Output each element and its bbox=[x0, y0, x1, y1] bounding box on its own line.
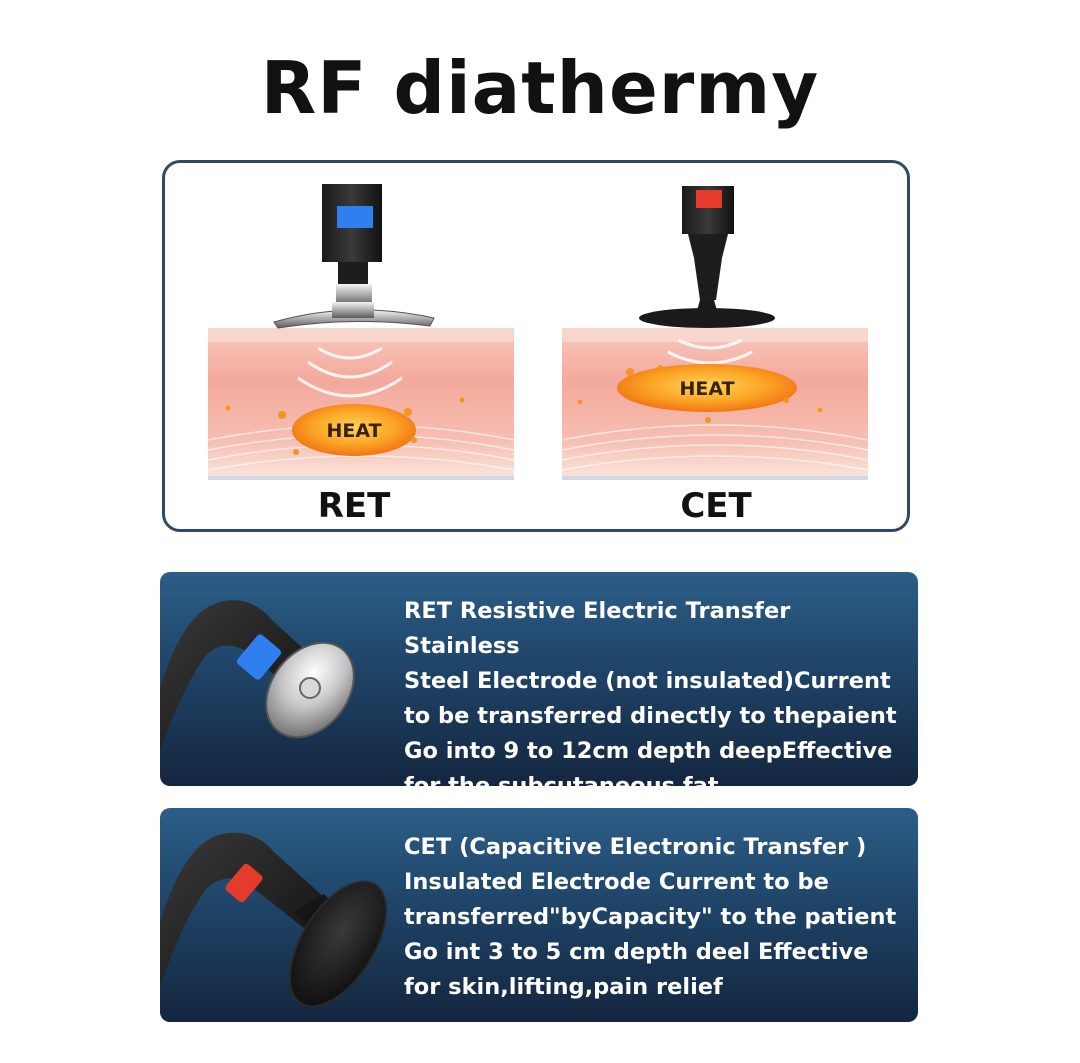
ret-illustration: HEAT bbox=[207, 184, 515, 480]
ret-card-line-3: to be transferred dinectly to thepaient bbox=[404, 703, 897, 729]
page-title: RF diathermy bbox=[260, 46, 820, 130]
cet-electrode-photo bbox=[160, 832, 388, 1008]
ret-label: RET bbox=[317, 486, 391, 526]
cet-card-line-1: CET (Capacitive Electronic Transfer ) bbox=[404, 834, 867, 860]
ret-rf-waves bbox=[297, 346, 403, 398]
cet-illustration: HEAT bbox=[561, 186, 869, 480]
ret-electrode bbox=[273, 184, 435, 329]
ret-heat-zone bbox=[292, 404, 416, 456]
cet-baseline bbox=[562, 476, 868, 480]
ret-electrode-photo bbox=[160, 600, 355, 751]
ret-card-line-4: Go into 9 to 12cm depth deepEffective bbox=[404, 738, 893, 764]
ret-card-line-5: for the subcutaneous fat bbox=[404, 773, 719, 786]
ret-info-card: RET Resistive Electric Transfer Stainles… bbox=[160, 572, 918, 786]
cet-heat-particles bbox=[577, 365, 823, 423]
cet-rf-waves bbox=[667, 338, 753, 365]
cet-electrode bbox=[639, 186, 775, 328]
cet-skin-surface bbox=[562, 328, 868, 342]
ret-card-line-2: Steel Electrode (not insulated)Current bbox=[404, 668, 891, 694]
cet-card-line-5: for skin,lifting,pain relief bbox=[404, 974, 723, 1000]
cet-heat-label: HEAT bbox=[679, 378, 734, 400]
comparison-illustration: HEAT HEAT bbox=[207, 184, 869, 480]
cet-info-card: CET (Capacitive Electronic Transfer ) In… bbox=[160, 808, 918, 1022]
ret-heat-particles bbox=[225, 397, 465, 455]
ret-skin-surface bbox=[208, 328, 514, 342]
cet-heat-zone bbox=[617, 364, 797, 412]
ret-card-line-1: RET Resistive Electric Transfer Stainles… bbox=[404, 598, 791, 659]
ret-heat-label: HEAT bbox=[326, 420, 381, 442]
cet-tissue-waves bbox=[561, 424, 869, 471]
cet-card-line-2: Insulated Electrode Current to be bbox=[404, 869, 829, 895]
cet-label: CET bbox=[680, 486, 752, 526]
ret-baseline bbox=[208, 476, 514, 480]
cet-card-line-4: Go int 3 to 5 cm depth deel Effective bbox=[404, 939, 869, 965]
cet-card-line-3: transferred"byCapacity" to the patient bbox=[404, 904, 897, 930]
